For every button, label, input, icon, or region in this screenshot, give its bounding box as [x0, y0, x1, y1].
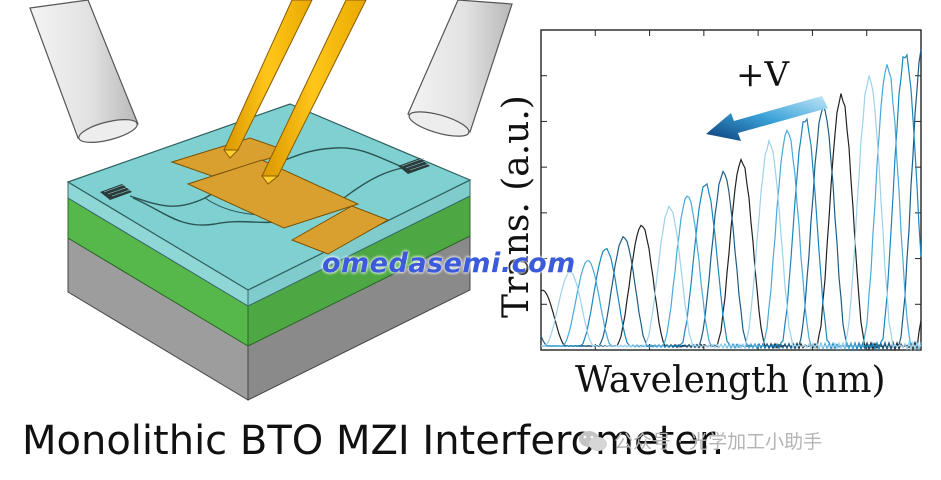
x-axis-label: Wavelength (nm)	[575, 360, 886, 401]
probe-needle-left	[223, 0, 313, 159]
grating-coupler-left	[100, 183, 132, 200]
spectrum-curves	[540, 49, 922, 352]
probe-needle-right	[261, 0, 367, 185]
wechat-icon	[579, 430, 607, 451]
voltage-label: +V	[736, 55, 790, 95]
y-axis-label: Trans. (a.u.)	[496, 95, 537, 318]
source-text: 公众号 · 光学加工小助手	[614, 431, 823, 453]
spectrum-curve-5	[541, 75, 922, 352]
grating-coupler-right	[398, 157, 430, 174]
spectrum-chart: +V Trans. (a.u.) Wavelength (nm)	[496, 29, 922, 401]
plot-frame	[540, 29, 922, 351]
electrode-bottom	[290, 205, 390, 255]
y-ticks	[541, 75, 921, 305]
electrode-center	[186, 159, 360, 229]
x-ticks	[594, 30, 868, 350]
optical-fiber-left	[29, 0, 139, 143]
watermark: omedasemi.com	[322, 248, 576, 279]
spectrum-curve-2	[540, 49, 922, 352]
figure-caption: Monolithic BTO MZI Interferometer.	[22, 418, 725, 464]
spectrum-curve-3	[541, 53, 922, 352]
device-illustration	[29, 0, 513, 401]
spectrum-curve-4	[541, 64, 922, 352]
optical-fiber-right	[407, 0, 513, 137]
source-tag: 公众号 · 光学加工小助手	[578, 427, 822, 454]
voltage-shift-arrow	[706, 96, 828, 141]
